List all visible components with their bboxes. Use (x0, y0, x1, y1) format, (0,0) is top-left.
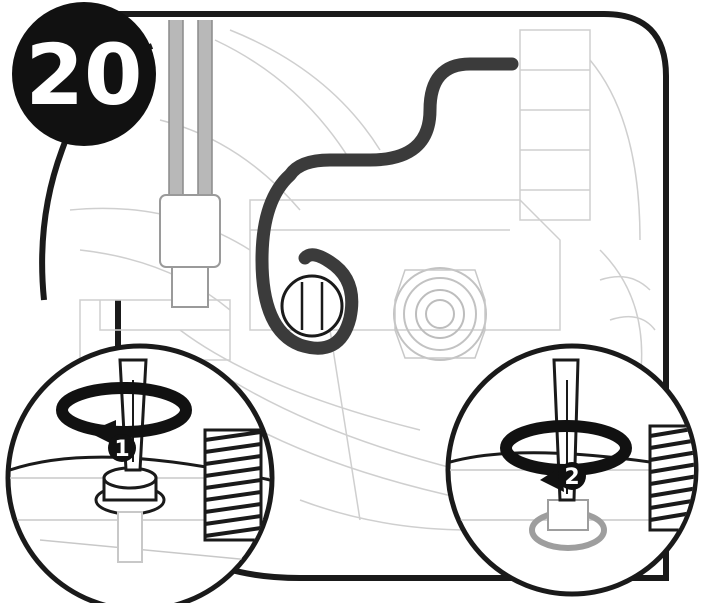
callout-2-label: 2 (564, 465, 579, 490)
step-badge: 20 (12, 2, 156, 146)
spring-coil (205, 430, 261, 540)
callout-loosen: 1 (8, 346, 272, 603)
ground-screw (282, 276, 342, 336)
callout-1-label: 1 (114, 437, 129, 462)
step-number: 20 (26, 26, 143, 124)
callout-remove: 2 (448, 346, 700, 594)
